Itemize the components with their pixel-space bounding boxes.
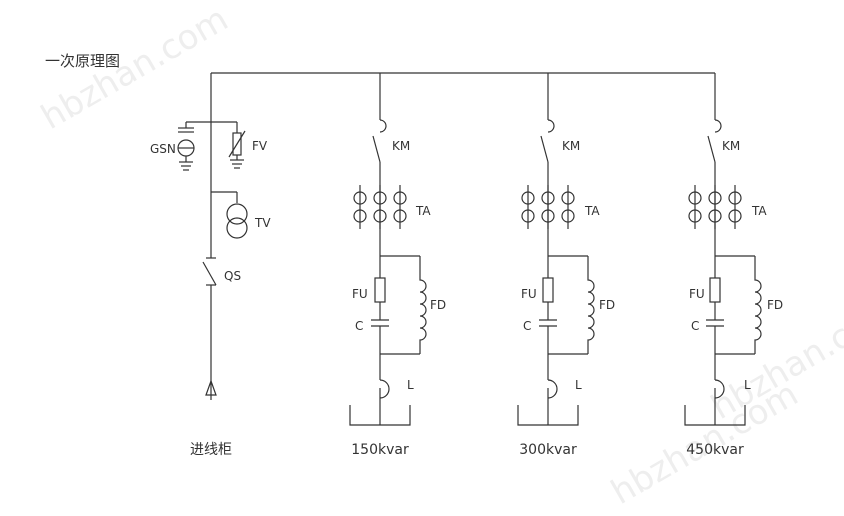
branch-3-fd-label: FD <box>767 298 783 312</box>
cabinet-base <box>517 405 579 426</box>
ta-current-transformers <box>688 185 742 229</box>
fv-arrester-symbol <box>228 122 246 169</box>
fd-discharge-coil <box>754 256 762 354</box>
watermark-1: hbzhan.com <box>35 0 235 138</box>
branch-2 <box>517 73 595 426</box>
branch-2-fu-label: FU <box>521 287 537 301</box>
l-reactor <box>379 379 390 399</box>
branch-2-ta-label: TA <box>584 204 600 218</box>
tv-transformer-symbol <box>211 191 248 239</box>
fu-fuse <box>709 277 721 303</box>
branch-1-km-label: KM <box>392 139 410 153</box>
branch-2-caption: 300kvar <box>519 442 577 458</box>
qs-switch-symbol <box>202 257 217 400</box>
fu-fuse <box>542 277 554 303</box>
incoming-caption: 进线柜 <box>190 442 232 458</box>
fu-fuse <box>374 277 386 303</box>
branch-2-fd-label: FD <box>599 298 615 312</box>
branch-2-l-label: L <box>575 378 582 392</box>
branch-2-c-label: C <box>523 319 531 333</box>
branch-1 <box>349 73 427 426</box>
branch-1-c-label: C <box>355 319 363 333</box>
branch-1-caption: 150kvar <box>351 442 409 458</box>
fd-discharge-coil <box>587 256 595 354</box>
branch-3-l-label: L <box>744 378 751 392</box>
branch-1-l-label: L <box>407 378 414 392</box>
ta-current-transformers <box>521 185 575 229</box>
ta-current-transformers <box>353 185 407 229</box>
qs-label: QS <box>224 269 241 283</box>
branch-3 <box>684 73 762 426</box>
branch-1-fu-label: FU <box>352 287 368 301</box>
gsn-arrester-symbol <box>177 122 195 171</box>
branch-3-ta-label: TA <box>751 204 767 218</box>
cabinet-base <box>349 405 411 426</box>
diagram-title: 一次原理图 <box>45 52 121 70</box>
km-contactor <box>540 135 549 163</box>
l-reactor <box>714 379 725 399</box>
branch-3-c-label: C <box>691 319 699 333</box>
incoming-arrow <box>205 379 217 396</box>
incoming-cabinet: GSN FV TV QS 进线柜 <box>150 73 271 458</box>
km-contactor <box>372 135 381 163</box>
branch-1-fd-label: FD <box>430 298 446 312</box>
km-contactor <box>707 135 716 163</box>
fd-discharge-coil <box>419 256 427 354</box>
branch-3-caption: 450kvar <box>686 442 744 458</box>
branch-3-km-label: KM <box>722 139 740 153</box>
cabinet-base <box>684 405 746 426</box>
fv-label: FV <box>252 139 268 153</box>
branch-3-fu-label: FU <box>689 287 705 301</box>
branch-1-ta-label: TA <box>415 204 431 218</box>
l-reactor <box>547 379 558 399</box>
branch-2-km-label: KM <box>562 139 580 153</box>
tv-label: TV <box>254 216 271 230</box>
gsn-label: GSN <box>150 142 176 156</box>
